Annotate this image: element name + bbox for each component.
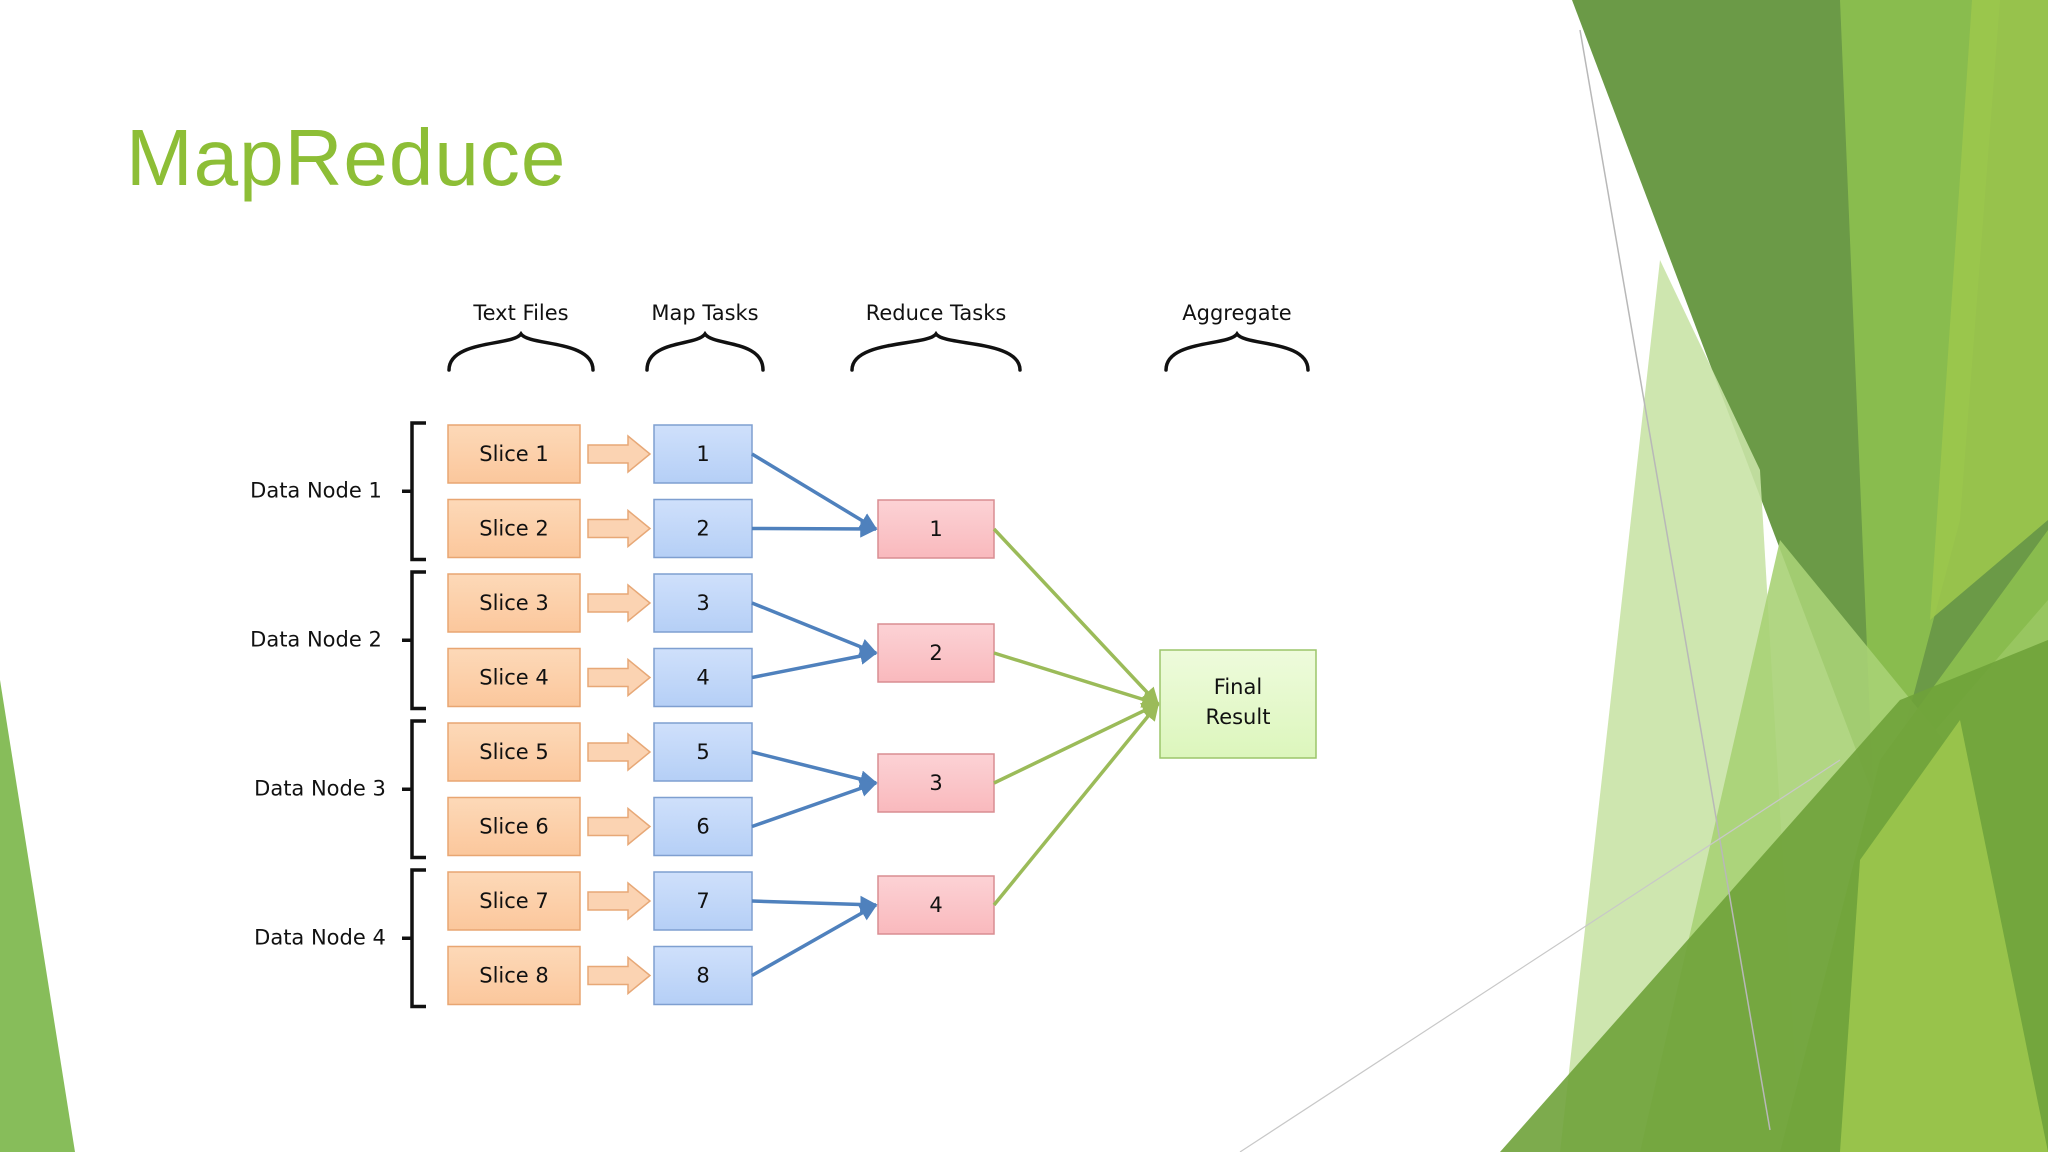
map-to-reduce-arrow [751,903,878,978]
map-to-reduce-arrow [751,647,878,680]
map-task-box: 2 [653,498,753,559]
slice-box: Slice 2 [447,498,581,559]
slice-box: Slice 8 [447,945,581,1006]
data-node-label: Data Node 2 [250,627,382,651]
slice-label: Slice 6 [479,815,549,839]
slice-to-map-arrow [587,583,652,623]
map-to-reduce-arrow [751,601,878,656]
map-task-box: 4 [653,647,753,708]
reduce-to-final-arrow [992,527,1160,706]
column-header: Aggregate [1182,301,1291,325]
slice-to-map-arrow [587,955,652,996]
slice-label: Slice 2 [479,517,549,541]
curly-brace [447,330,595,372]
map-task-label: 1 [696,442,709,466]
node-bracket [402,570,426,711]
map-task-box: 8 [653,945,753,1006]
slice-to-map-arrow [587,806,652,847]
map-task-label: 6 [696,815,709,839]
reduce-to-final-arrow [993,702,1160,785]
slice-to-map-arrow [587,508,652,549]
map-to-reduce-arrow [751,750,878,788]
slice-box: Slice 1 [447,424,581,484]
slice-box: Slice 4 [447,647,581,708]
curly-brace [645,330,765,372]
decor-thin-line [1239,759,1841,1152]
slice-label: Slice 5 [479,740,549,764]
reduce-task-label: 4 [929,893,942,917]
map-task-box: 7 [653,871,753,931]
map-task-label: 4 [696,666,709,690]
decor-thin-line [1579,29,1771,1131]
slide-title: MapReduce [126,113,567,202]
slice-label: Slice 4 [479,666,549,690]
right-shard-front [1840,720,2048,1152]
map-task-label: 8 [696,964,709,988]
slice-label: Slice 3 [479,591,549,615]
slice-label: Slice 8 [479,964,549,988]
curly-brace [850,330,1022,372]
reduce-task-label: 1 [929,517,942,541]
column-header: Text Files [472,301,568,325]
data-node-label: Data Node 1 [250,478,382,502]
reduce-task-box: 4 [877,875,995,935]
slice-box: Slice 6 [447,796,581,857]
data-node-label: Data Node 4 [254,925,386,949]
reduce-task-box: 3 [877,753,995,813]
reduce-task-label: 2 [929,641,942,665]
slice-label: Slice 1 [479,442,549,466]
final-result-label: Result [1206,705,1271,729]
node-bracket [402,868,426,1009]
slice-box: Slice 3 [447,573,581,633]
slice-to-map-arrow [587,434,652,474]
left-green-shard [0,680,75,1152]
map-task-box: 6 [653,796,753,857]
right-shard-bright [1930,0,2048,620]
column-header: Map Tasks [651,301,758,325]
slice-to-map-arrow [587,732,652,772]
column-header: Reduce Tasks [866,301,1007,325]
slice-to-map-arrow [587,881,652,921]
reduce-to-final-arrow [992,702,1160,907]
map-task-box: 5 [653,722,753,782]
reduce-task-box: 2 [877,623,995,683]
map-task-label: 2 [696,517,709,541]
map-to-reduce-arrow [751,779,878,829]
curly-brace [1164,330,1310,372]
map-to-reduce-arrow [751,895,878,914]
map-to-reduce-arrow [751,520,878,538]
map-task-label: 7 [696,889,709,913]
slice-box: Slice 5 [447,722,581,782]
map-to-reduce-arrow [751,452,878,531]
map-task-label: 3 [696,591,709,615]
reduce-to-final-arrow [993,651,1160,708]
map-task-box: 3 [653,573,753,633]
node-bracket [402,719,426,860]
slice-label: Slice 7 [479,889,549,913]
reduce-task-label: 3 [929,771,942,795]
slice-to-map-arrow [587,657,652,698]
map-task-box: 1 [653,424,753,484]
final-result-label: Final [1214,675,1262,699]
data-node-label: Data Node 3 [254,776,386,800]
node-bracket [402,421,426,562]
reduce-task-box: 1 [877,499,995,559]
map-task-label: 5 [696,740,709,764]
slice-box: Slice 7 [447,871,581,931]
